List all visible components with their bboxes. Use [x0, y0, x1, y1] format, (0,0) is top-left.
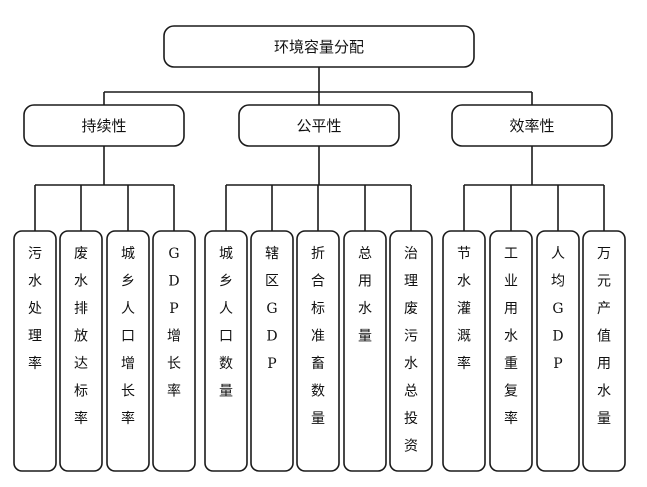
- indicator-node-label: 废水排放达标率: [74, 246, 88, 427]
- indicator-node-label: 折合标准畜数量: [311, 246, 325, 427]
- indicator-node-box: [343, 230, 387, 472]
- indicator-node: 治理废污水总投资: [389, 230, 433, 472]
- indicator-node: 废水排放达标率: [59, 230, 103, 472]
- indicator-node-label: 污水处理率: [28, 246, 42, 372]
- indicator-node-box: [582, 230, 626, 472]
- indicator-node-box: [204, 230, 248, 472]
- indicator-node-label: 万元产值用水量: [597, 246, 611, 427]
- connector-lines: [34, 67, 605, 231]
- category-node: 效率性: [451, 104, 613, 147]
- root-node: 环境容量分配: [163, 25, 475, 68]
- indicator-node: 污水处理率: [13, 230, 57, 472]
- indicator-node-box: [489, 230, 533, 472]
- indicator-node-box: [13, 230, 57, 472]
- indicator-node-label: 城乡人口数量: [219, 246, 233, 400]
- indicator-node: 万元产值用水量: [582, 230, 626, 472]
- category-node: 公平性: [238, 104, 400, 147]
- indicator-node-box: [442, 230, 486, 472]
- indicator-node-label: 工业用水重复率: [504, 246, 518, 427]
- root-node-label: 环境容量分配: [274, 38, 364, 56]
- indicator-node-box: [59, 230, 103, 472]
- category-node: 持续性: [23, 104, 185, 147]
- indicator-node-label: 城乡人口增长率: [121, 246, 135, 427]
- indicator-node-box: [389, 230, 433, 472]
- indicator-node-box: [106, 230, 150, 472]
- indicator-node-box: [296, 230, 340, 472]
- category-node-label: 持续性: [81, 117, 126, 135]
- indicator-node: 总用水量: [343, 230, 387, 472]
- indicator-node: 节水灌溉率: [442, 230, 486, 472]
- indicator-node: 工业用水重复率: [489, 230, 533, 472]
- indicator-node-box: [536, 230, 580, 472]
- category-node-box: [23, 104, 185, 147]
- category-node-box: [238, 104, 400, 147]
- indicator-node-label: 总用水量: [358, 246, 372, 345]
- indicator-node: 折合标准畜数量: [296, 230, 340, 472]
- indicator-node-label: 治理废污水总投资: [404, 246, 418, 455]
- category-node-box: [451, 104, 613, 147]
- indicator-node: 城乡人口增长率: [106, 230, 150, 472]
- category-nodes: 持续性 公平性 效率性: [23, 104, 613, 147]
- indicator-node-box: [152, 230, 196, 472]
- indicator-node-label: 节水灌溉率: [457, 246, 471, 372]
- category-node-label: 公平性: [296, 117, 341, 135]
- root-node-box: [163, 25, 475, 68]
- category-node-label: 效率性: [509, 117, 554, 135]
- indicator-node-box: [250, 230, 294, 472]
- indicator-node: 城乡人口数量: [204, 230, 248, 472]
